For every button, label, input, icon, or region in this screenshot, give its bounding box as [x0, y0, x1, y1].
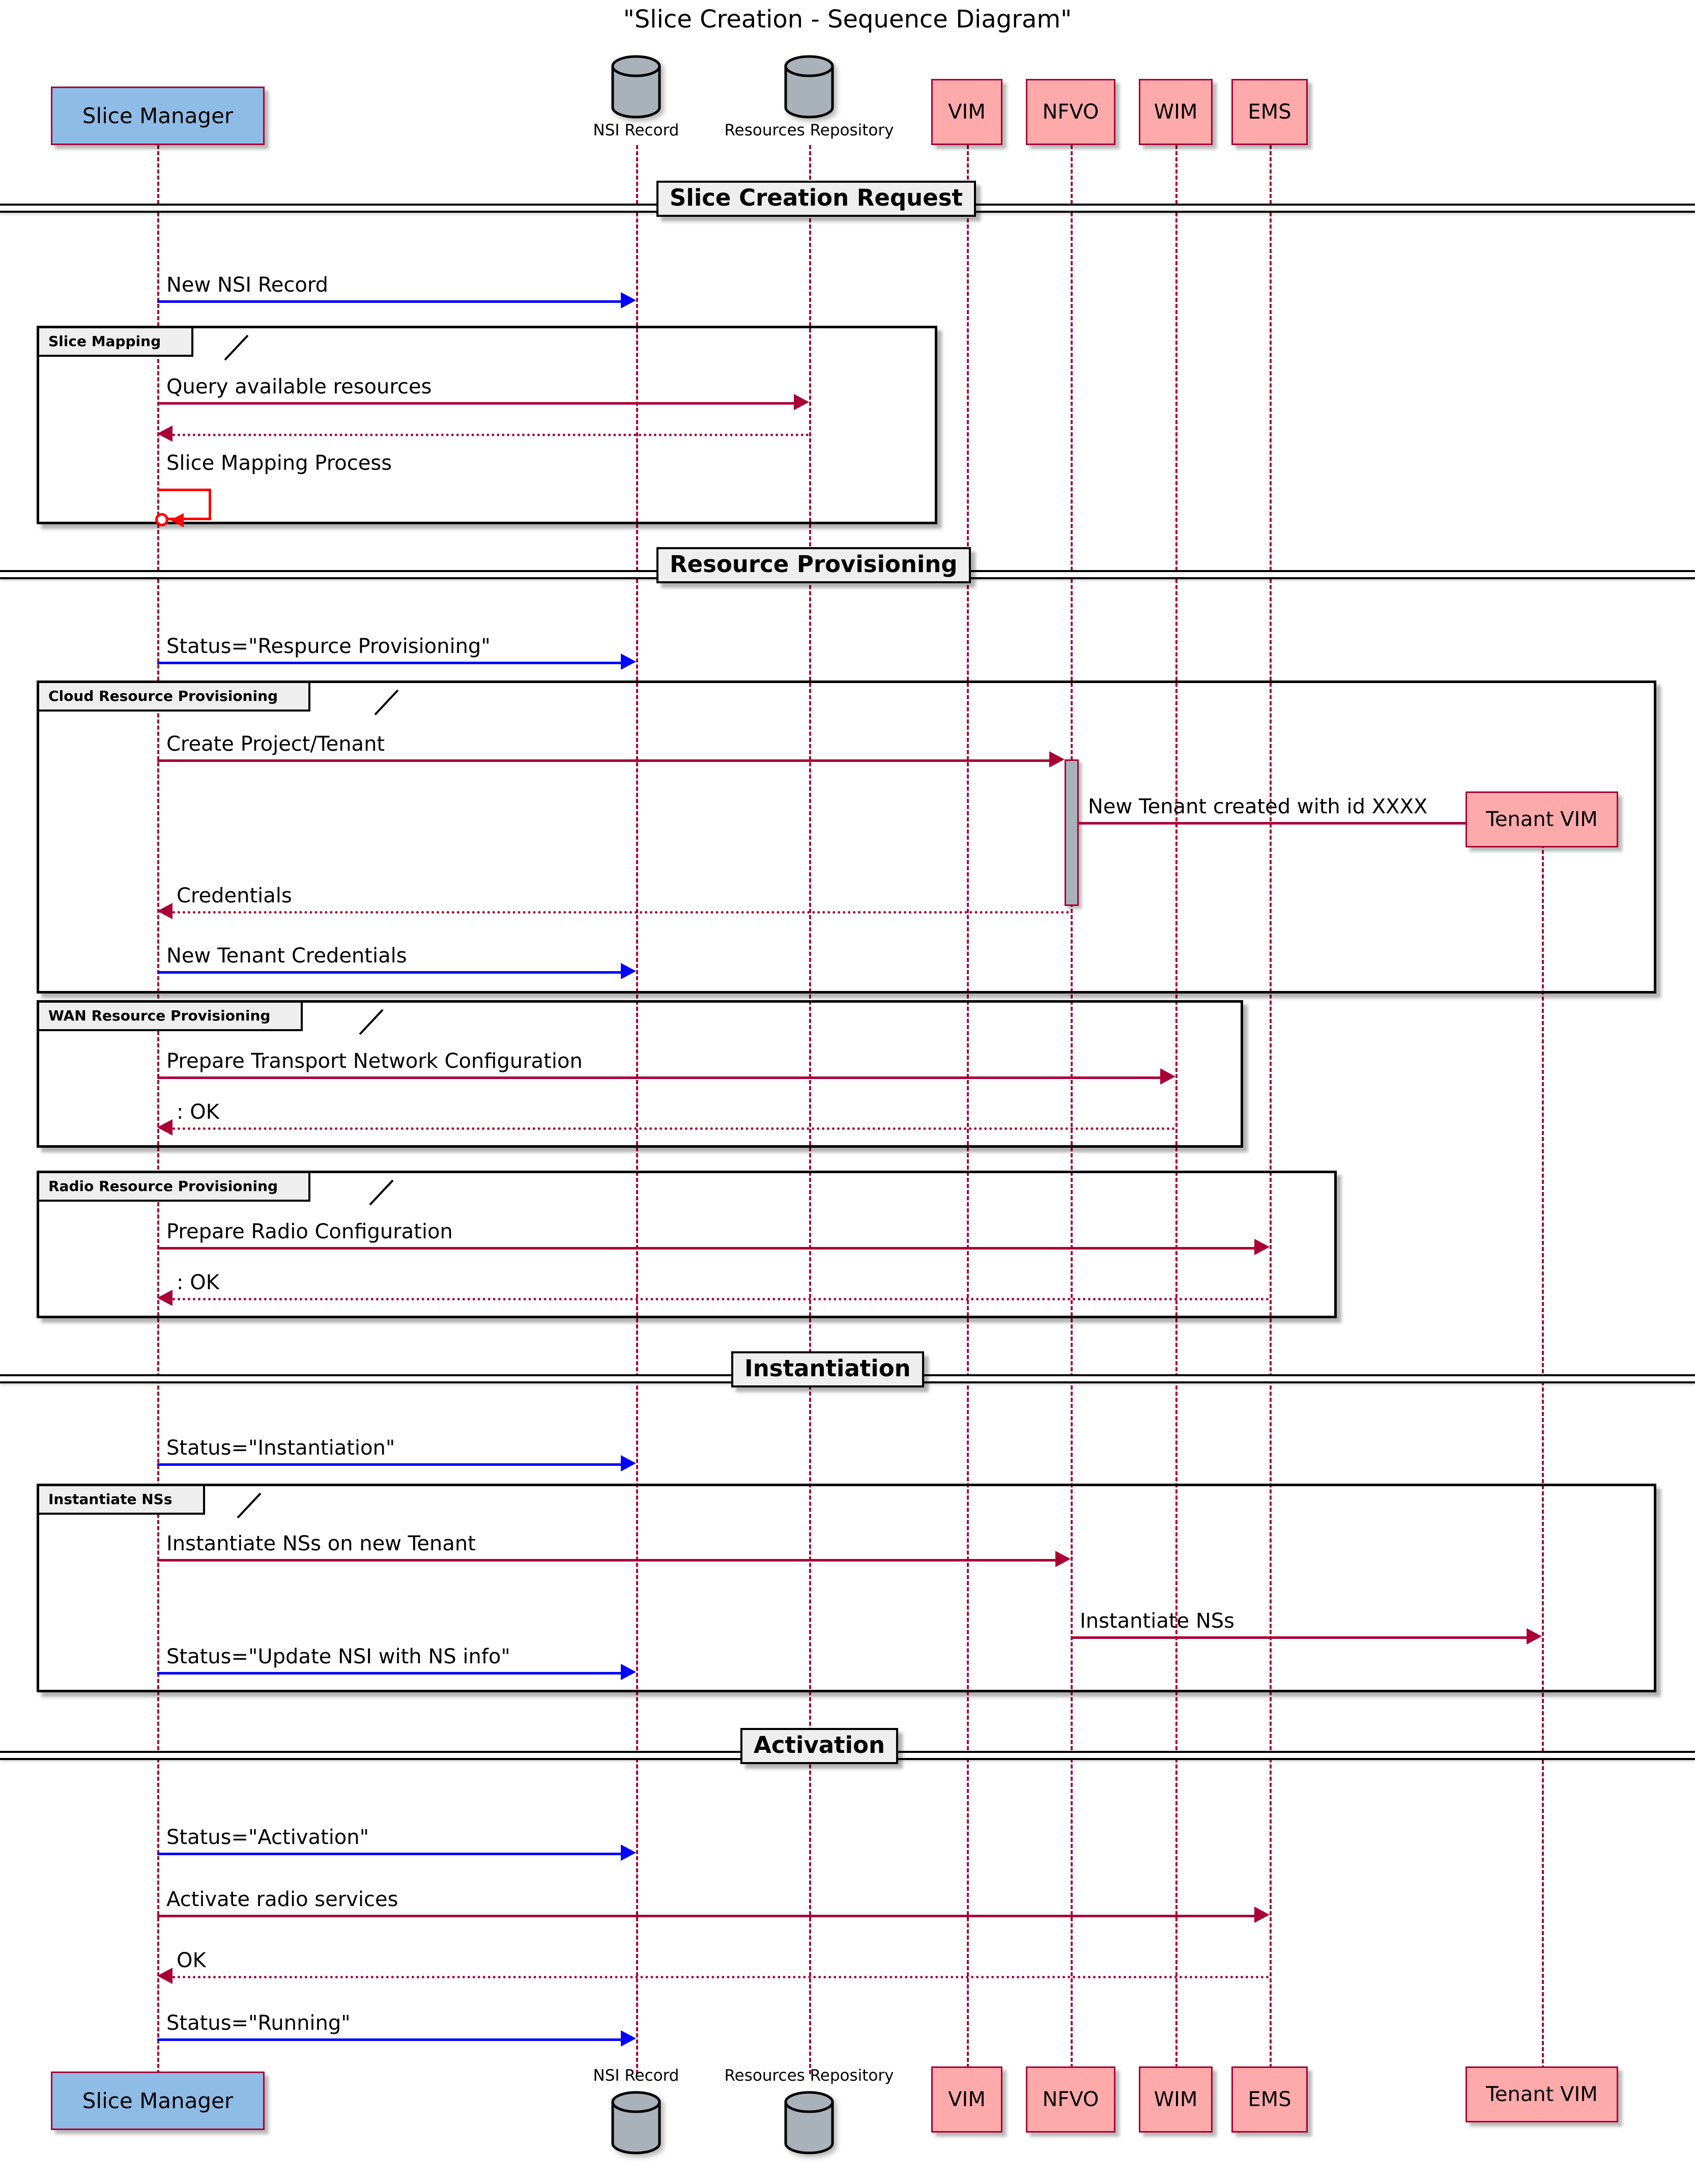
participant-tenant-vim-created[interactable]: Tenant VIM — [1466, 791, 1618, 847]
participant-resources-repository-bottom[interactable]: Resources Repository — [712, 2066, 906, 2168]
participant-slice-manager-top[interactable]: Slice Manager — [51, 87, 265, 145]
participant-nfvo-bottom[interactable]: NFVO — [1026, 2066, 1115, 2133]
participant-ems-top[interactable]: EMS — [1231, 79, 1308, 145]
group-label: WAN Resource Provisioning — [39, 1003, 303, 1031]
participant-label: NFVO — [1042, 100, 1099, 124]
divider-label: Activation — [740, 1728, 899, 1765]
participant-wim-bottom[interactable]: WIM — [1139, 2066, 1213, 2133]
group-slice-mapping: Slice Mapping — [37, 326, 937, 524]
lifeline-slice-manager — [157, 145, 159, 2074]
message-label: New NSI Record — [166, 273, 328, 297]
participant-label: Resources Repository — [724, 121, 894, 139]
group-instantiate-nss: Instantiate NSs — [37, 1484, 1656, 1692]
message-label: Status="Respurce Provisioning" — [166, 635, 491, 658]
lifeline-wim — [1175, 145, 1177, 2074]
divider-label: Slice Creation Request — [656, 181, 976, 217]
message-label: Credentials — [177, 884, 292, 907]
participant-nsi-record-top[interactable]: NSI Record — [583, 55, 690, 146]
message-label: Slice Mapping Process — [166, 451, 392, 475]
message-label: New Tenant created with id XXXX — [1088, 795, 1428, 818]
database-icon — [784, 2091, 835, 2157]
group-label: Slice Mapping — [39, 328, 194, 357]
participant-label: NSI Record — [593, 121, 679, 139]
group-radio-resource-provisioning: Radio Resource Provisioning — [37, 1171, 1337, 1318]
divider-label: Resource Provisioning — [656, 547, 971, 584]
participant-ems-bottom[interactable]: EMS — [1231, 2066, 1308, 2133]
participant-resources-repository-top[interactable]: Resources Repository — [712, 55, 906, 146]
activation-bar-nfvo — [1065, 759, 1079, 906]
participant-label: Tenant VIM — [1486, 2083, 1598, 2106]
self-message-endpoint-icon — [155, 513, 168, 526]
message-label: Prepare Transport Network Configuration — [166, 1050, 583, 1073]
participant-label: VIM — [948, 2088, 986, 2111]
message-label: Prepare Radio Configuration — [166, 1220, 453, 1243]
participant-nfvo-top[interactable]: NFVO — [1026, 79, 1115, 145]
participant-vim-bottom[interactable]: VIM — [931, 2066, 1002, 2133]
participant-label: NFVO — [1042, 2088, 1099, 2111]
participant-label: EMS — [1248, 2088, 1291, 2111]
message-label: OK — [177, 1949, 206, 1972]
participant-vim-top[interactable]: VIM — [931, 79, 1002, 145]
message-label: New Tenant Credentials — [166, 944, 407, 968]
participant-label: EMS — [1248, 100, 1291, 124]
group-label: Instantiate NSs — [39, 1486, 205, 1515]
participant-slice-manager-bottom[interactable]: Slice Manager — [51, 2072, 265, 2130]
lifeline-ems — [1270, 145, 1272, 2074]
participant-wim-top[interactable]: WIM — [1139, 79, 1213, 145]
message-label: : OK — [177, 1271, 219, 1294]
participant-label: Slice Manager — [82, 103, 234, 128]
participant-nsi-record-bottom[interactable]: NSI Record — [583, 2066, 690, 2168]
database-icon — [611, 55, 662, 121]
participant-label: VIM — [948, 100, 986, 124]
lifeline-nfvo — [1071, 145, 1073, 2074]
lifeline-vim — [967, 145, 969, 2074]
group-label: Radio Resource Provisioning — [39, 1173, 311, 1202]
group-cloud-resource-provisioning: Cloud Resource Provisioning — [37, 680, 1656, 994]
divider-label: Instantiation — [731, 1351, 924, 1388]
participant-label: Resources Repository — [724, 2066, 894, 2085]
message-label: : OK — [177, 1100, 219, 1124]
group-label: Cloud Resource Provisioning — [39, 683, 311, 712]
message-label: Activate radio services — [166, 1888, 398, 1911]
participant-tenant-vim-bottom[interactable]: Tenant VIM — [1466, 2066, 1618, 2122]
lifeline-resources-repository — [809, 145, 811, 2074]
participant-label: WIM — [1154, 100, 1198, 124]
message-label: Status="Activation" — [166, 1826, 369, 1849]
lifeline-tenant-vim — [1542, 819, 1544, 2082]
message-label: Create Project/Tenant — [166, 732, 385, 756]
diagram-title: "Slice Creation - Sequence Diagram" — [623, 5, 1072, 34]
message-label: Status="Running" — [166, 2011, 351, 2035]
database-icon — [784, 55, 835, 121]
participant-label: WIM — [1154, 2088, 1198, 2111]
group-wan-resource-provisioning: WAN Resource Provisioning — [37, 1000, 1243, 1148]
database-icon — [611, 2091, 662, 2157]
message-label: Status="Update NSI with NS info" — [166, 1645, 510, 1668]
message-label: Instantiate NSs — [1080, 1609, 1235, 1633]
participant-label: Tenant VIM — [1486, 808, 1598, 831]
message-label: Instantiate NSs on new Tenant — [166, 1532, 476, 1555]
message-label: Status="Instantiation" — [166, 1436, 395, 1460]
lifeline-nsi-record — [636, 145, 638, 2074]
participant-label: Slice Manager — [82, 2088, 234, 2113]
message-label: Query available resources — [166, 375, 432, 399]
participant-label: NSI Record — [593, 2066, 679, 2085]
